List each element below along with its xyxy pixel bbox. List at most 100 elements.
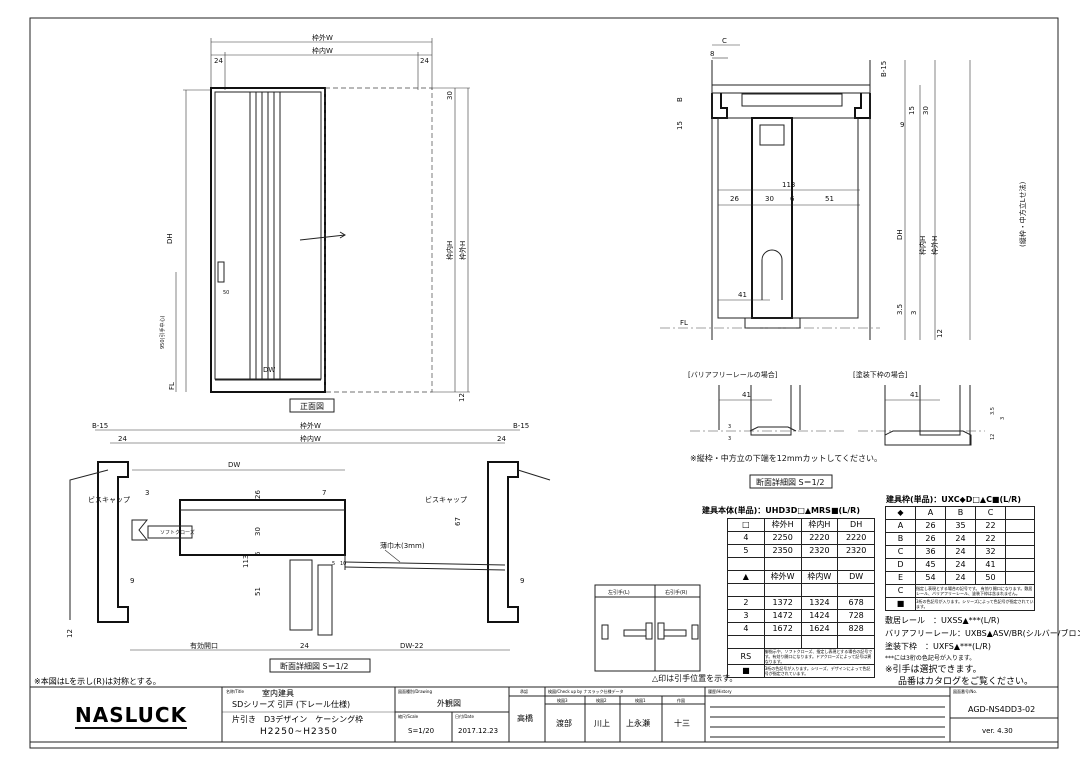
table-cell: 2220 [800, 531, 839, 545]
dim-outer-w: 枠外W [312, 33, 333, 42]
handle-direction-table: 左引手(L) 右引手(R) △印は引手位置を示す。 [594, 584, 737, 683]
fl-mark: FL [680, 319, 688, 327]
table-cell: 24 [945, 571, 976, 585]
approve-label: 承認 [520, 689, 528, 694]
scale-value: S=1/20 [408, 727, 435, 735]
dim-26: 26 [730, 195, 739, 203]
dim-24a: 24 [118, 435, 127, 443]
table-cell: 41 [975, 558, 1006, 572]
dim-3a: 3 [728, 424, 731, 430]
dim-note: (縦枠・中方立Lせ法) [1018, 181, 1027, 247]
table-cell [837, 635, 875, 649]
table-cell: 1372 [763, 596, 802, 610]
title-line1: 室内建具 [262, 689, 294, 698]
table-cell: B [885, 532, 916, 546]
door-leaf-v [751, 117, 793, 319]
table-cell [727, 583, 765, 597]
date-label: 日付/Date [455, 714, 474, 719]
table-cell [1005, 545, 1035, 559]
dim-dw: DW [228, 461, 240, 469]
dim-15b: 15 [908, 106, 916, 115]
table-cell: B [945, 506, 976, 520]
table-cell: 26 [915, 532, 946, 546]
table-cell: 54 [915, 571, 946, 585]
dim-outer-h: 枠外H [930, 236, 939, 255]
dim-51: 51 [825, 195, 834, 203]
dim-15a: 15 [676, 121, 684, 130]
table-cell: 2220 [837, 531, 875, 545]
detail-caption: 断面詳細図 S＝1/2 [756, 477, 825, 487]
dim-dh: DH [166, 233, 174, 244]
dim-9: 9 [900, 121, 904, 129]
table-cell: E [885, 571, 916, 585]
dim-24-right: 24 [420, 57, 429, 65]
version: ver. 4.30 [982, 727, 1013, 735]
trim-label: 薄巾木(3mm) [380, 541, 425, 550]
nasluck-logo: NASLUCK [75, 703, 188, 729]
cell: ▲ [727, 570, 765, 584]
dim-3: 3 [910, 311, 918, 315]
screw-cap-right: ビスキャップ [425, 495, 467, 504]
table-cell: 2250 [763, 531, 802, 545]
handle-select-note: ※引手は選択できます。 [885, 665, 982, 675]
dim-inner-w: 枠内W [300, 434, 321, 443]
dim-dw-22: DW-22 [400, 642, 423, 650]
barrier-free-label: [バリアフリーレールの場合] [688, 370, 778, 379]
rail-spec: 敷居レール ：UXSS▲***(L/R) [885, 616, 1000, 625]
table-cell: 2350 [763, 544, 802, 558]
rs-label: RS [727, 648, 765, 665]
dim-inner-w: 枠内W [312, 46, 333, 55]
table-cell: 24 [945, 558, 976, 572]
dim-9-left: 9 [130, 577, 134, 585]
dim-c: C [722, 37, 727, 45]
table-cell: 26 [915, 519, 946, 533]
title-block-lines [30, 686, 1058, 743]
d3-design-lines [249, 92, 281, 379]
front-elevation: 枠外W 枠内W 24 24 DH 950(引手中心) 50 DW FL 30 枠… [159, 33, 470, 413]
dim-3c: 3 [1000, 417, 1006, 420]
dim-51: 51 [254, 587, 262, 596]
table-cell: 45 [915, 558, 946, 572]
dim-113: 113 [242, 555, 250, 568]
drawing-label: 図面種別/Drawing [398, 689, 432, 694]
table-cell [727, 557, 765, 571]
drawing-number: AGD-NS4DD3-02 [968, 705, 1036, 714]
table-cell: 1472 [763, 609, 802, 623]
dim-30: 30 [446, 91, 454, 100]
table-cell [763, 635, 802, 649]
table-cell [1005, 506, 1035, 520]
dim-24-left: 24 [214, 57, 223, 65]
dim-12b: 12 [990, 434, 996, 440]
table-cell: 1324 [800, 596, 839, 610]
opening-outline [324, 87, 433, 393]
dim-5: 5 [332, 561, 335, 567]
table-cell: 24 [945, 545, 976, 559]
rs-note: 御指示や、ソフトクローズ、指定し表現とする場合の記号です。有効り開口になります。… [763, 648, 876, 665]
table-cell: D [885, 558, 916, 572]
table-cell: 1424 [800, 609, 839, 623]
table-cell: 4 [727, 531, 765, 545]
left-handle-label: 左引手(L) [608, 589, 630, 596]
painted-label: [塗装下枠の場合] [853, 370, 908, 379]
dim-30: 30 [254, 527, 262, 536]
door-frame [210, 87, 326, 393]
table-cell [837, 583, 875, 597]
dim-10: 10 [340, 561, 346, 567]
cell: □ [727, 518, 765, 532]
dim-6: 6 [254, 551, 262, 556]
role-label: 作図 [677, 698, 685, 703]
dim-12: 12 [458, 393, 466, 402]
dim-24c: 24 [300, 642, 309, 650]
color-digit-note: ***には3桁の色記号が入ります。 [885, 655, 976, 662]
table-cell: A [885, 519, 916, 533]
sheet-border [29, 17, 1059, 749]
dim-12: 12 [936, 329, 944, 338]
history-label: 履歴/History [708, 689, 732, 694]
date-value: 2017.12.23 [458, 727, 499, 735]
